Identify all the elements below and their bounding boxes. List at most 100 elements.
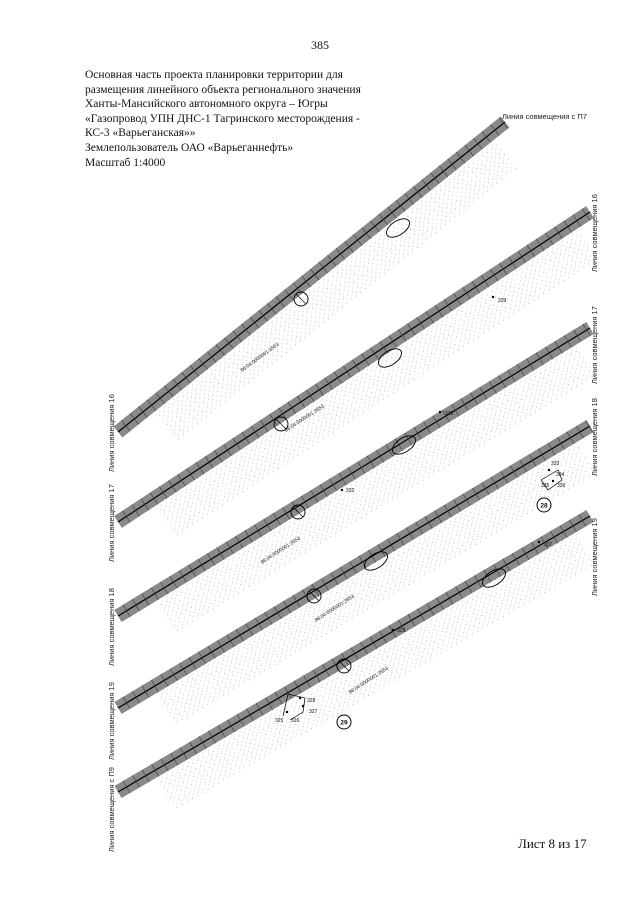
match-line-right-label: Линия совмещения 19 [590,518,599,596]
corridor-hatch [278,407,287,420]
boundary-point [340,488,344,492]
corridor-hatch [413,186,423,198]
crossing-ellipse [363,551,389,571]
corridor-hatch [488,381,497,394]
corridor-hatch [188,564,197,577]
point-number: 339 [498,298,507,304]
corridor-hatch [207,645,216,659]
corridor-hatch [179,662,188,676]
corridor-hatch [447,158,457,171]
corridor-hatch [197,558,206,572]
corridor-hatch [293,680,302,694]
corridor-hatch [249,316,260,329]
corridor-hatch [360,641,368,655]
corridor-hatch [160,674,169,687]
scale-label: Масштаб 1:4000 [85,156,166,169]
point-number: 330 [445,411,454,417]
title-line: размещения линейного объекта регионально… [85,83,361,96]
corridor-hatch [471,281,480,294]
corridor-hatch [394,438,403,451]
corridor-hatch [333,371,342,384]
match-line-left-label: Линия совмещения 16 [107,394,116,472]
corridor-hatch [526,358,535,371]
corridor-hatch [169,576,178,589]
corridor-hatch [441,409,450,423]
corridor-hatch [387,538,395,552]
pipe-axis [117,121,506,433]
corridor-hatch [434,510,443,523]
corridor-hatch [528,454,537,467]
corridor-hatch [545,232,554,245]
corridor-hatch [472,487,480,501]
corridor-hatch [581,208,591,221]
corridor-hatch [122,696,131,710]
corridor-hatch [241,323,251,336]
corridor-hatch [146,399,157,411]
corridor-hatch [150,587,159,600]
corridor-hatch [310,490,319,503]
corridor-hatch [347,467,356,480]
corridor-hatch [425,311,434,324]
corridor-hatch [189,365,200,377]
corridor-hatch [244,530,253,543]
corridor-hatch [470,392,478,405]
corridor-hatch [480,274,490,288]
corridor-hatch [207,351,217,363]
point-number: 337 [544,542,553,548]
corridor-hatch [406,527,414,540]
sheet-label: Лист 8 из 17 [518,836,587,851]
survey-stipple [155,343,596,633]
corridor-hatch [330,572,339,585]
boundary-point [547,468,551,472]
corridor-hatch [361,353,370,366]
corridor-hatch [445,591,454,605]
corridor-hatch [321,578,329,591]
corridor-hatch [226,634,235,647]
corridor-hatch [287,401,296,414]
match-line-right-label: Линия совмещения 17 [590,306,599,384]
corridor-hatch [407,614,416,627]
crossing-circle [290,504,306,520]
match-line-right-label: Линия совмещения 18 [590,398,599,476]
match-line-right-label: Линия совмещения 16 [590,194,599,272]
boundary-marker-circle: 28 [536,497,552,513]
corridor-hatch [540,536,549,549]
corridor-hatch [283,600,291,614]
corridor-hatch [264,612,273,625]
corridor-hatch [349,561,358,574]
corridor-hatch [236,714,245,727]
corridor-hatch [214,450,223,463]
corridor-hatch [563,220,572,233]
boundary-point [391,628,395,632]
corridor-hatch [284,289,294,301]
corridor-hatch [301,495,309,509]
corridor-hatch [481,482,490,495]
corridor-hatch [521,547,530,560]
corridor-hatch [490,124,500,136]
corridor-hatch [141,685,150,698]
corridor-hatch [462,493,471,506]
corridor-hatch [159,486,168,499]
corridor-hatch [464,145,474,157]
boundary-point [298,696,302,700]
title-block: Основная часть проекта планировки террит… [85,68,385,170]
corridor-hatch [181,371,191,384]
parcel-outline [282,693,306,721]
corridor-hatch [132,775,140,788]
corridor-hatch [324,377,333,390]
boundary-point [551,479,555,483]
corridor-hatch [500,471,509,484]
corridor-hatch [151,764,159,777]
point-number: 332 [346,488,355,494]
point-number: 335 [541,483,550,489]
corridor-hatch [483,569,492,583]
point-number: 327 [309,709,318,715]
corridor-hatch [170,752,178,766]
corridor-hatch [342,365,352,378]
corridor-hatch [267,303,277,315]
corridor-hatch [451,404,460,417]
corridor-hatch [327,255,337,267]
corridor-hatch [207,553,215,566]
corridor-hatch [303,675,311,688]
corridor-hatch [155,392,165,404]
